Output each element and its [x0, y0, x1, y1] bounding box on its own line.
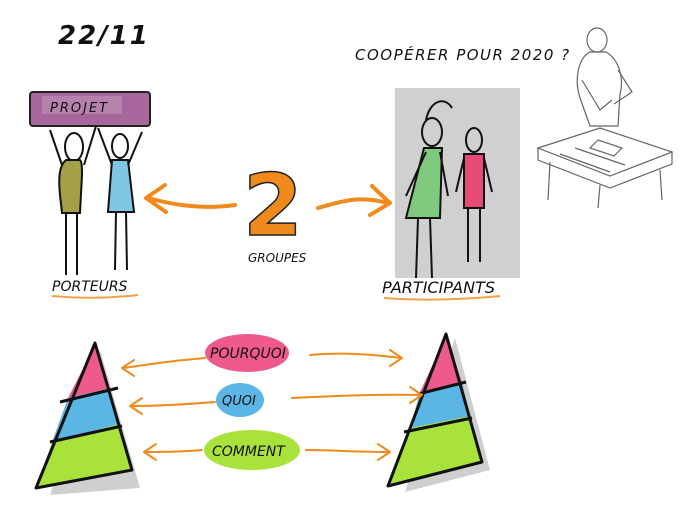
comment-blob — [204, 430, 300, 470]
date-label: 22/11 — [58, 21, 150, 51]
participants-label: PARTICIPANTS — [382, 278, 495, 297]
participants-group: PARTICIPANTS — [382, 88, 520, 301]
left-pyramid — [34, 341, 140, 495]
participant-figure-1 — [404, 100, 453, 279]
quoi-label: QUOI — [222, 394, 256, 409]
groupes-label: GROUPES — [248, 251, 307, 265]
right-pyramid — [386, 332, 490, 492]
arrow-comment-right — [305, 443, 391, 461]
question-quoi: QUOI — [216, 383, 264, 417]
question-pourquoi: POURQUOI — [205, 334, 289, 372]
arrow-pourquoi-right — [309, 349, 403, 367]
left-pyramid-blue — [52, 388, 118, 442]
arrow-quoi-left — [129, 397, 216, 415]
left-arrow — [144, 183, 237, 214]
center-number: 2 — [243, 156, 303, 256]
porteur-figure-2 — [97, 127, 143, 271]
arrow-pourquoi-left — [121, 357, 206, 377]
right-pyramid-green — [388, 416, 482, 486]
center-groups: 2 GROUPES — [144, 155, 392, 265]
porteur-figure-1 — [49, 125, 97, 275]
participant-figure-2 — [455, 127, 493, 262]
porteurs-group: PROJET PORTEURS — [29, 91, 151, 299]
question-comment: COMMENT — [204, 430, 300, 470]
heading-text: COOPÉRER POUR 2020 ? — [355, 45, 571, 64]
arrow-quoi-right — [291, 386, 423, 404]
arrow-comment-left — [143, 443, 203, 461]
porteurs-label: PORTEURS — [52, 279, 128, 295]
question-arrows — [121, 349, 423, 461]
pourquoi-label: POURQUOI — [210, 346, 286, 362]
right-arrow — [316, 184, 392, 217]
quoi-blob — [216, 383, 264, 417]
comment-label: COMMENT — [212, 444, 286, 460]
pourquoi-blob — [205, 334, 289, 372]
projet-banner-label: PROJET — [50, 101, 109, 116]
person-at-table-sketch — [536, 27, 674, 209]
